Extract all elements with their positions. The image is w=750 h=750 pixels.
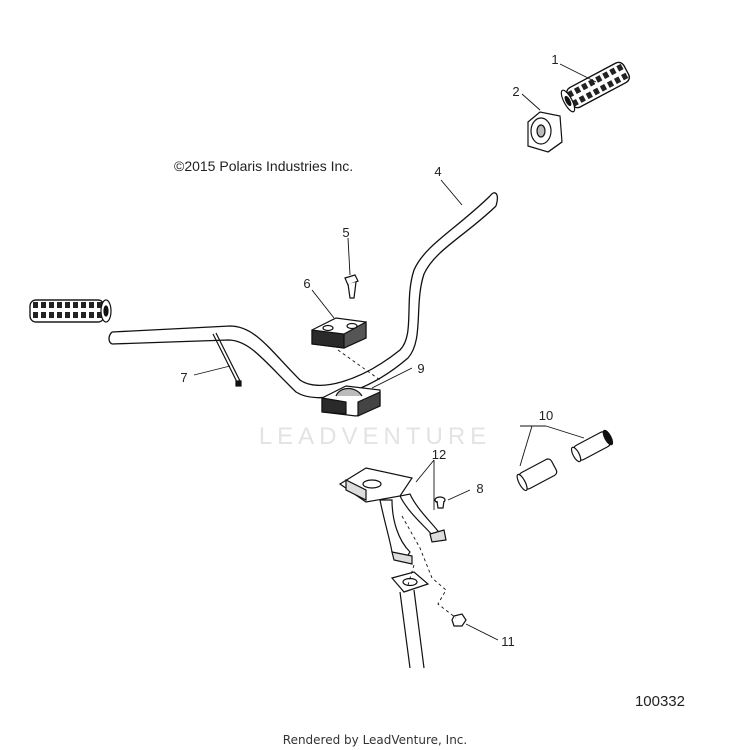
callout-4: 4 <box>434 164 442 179</box>
nut-part <box>451 613 467 627</box>
steering-post-part <box>390 571 430 669</box>
callout-10: 10 <box>538 408 554 423</box>
screw-part <box>434 496 446 509</box>
callout-5: 5 <box>342 225 350 240</box>
steering-bracket-part <box>338 467 447 565</box>
callout-11: 11 <box>501 634 515 649</box>
callout-12: 12 <box>431 447 447 462</box>
callout-8: 8 <box>476 481 484 496</box>
diagram-number: 100332 <box>634 693 685 710</box>
cable-tie-part <box>212 332 242 387</box>
callout-2: 2 <box>512 84 520 99</box>
watermark-text: LEADVENTURE <box>258 423 492 450</box>
clamp-bolt-part <box>344 274 359 299</box>
callout-6: 6 <box>303 276 311 291</box>
throttle-grip-part <box>516 429 614 492</box>
callout-1: 1 <box>551 52 559 67</box>
callout-7: 7 <box>180 370 188 385</box>
leader-lines <box>193 63 597 641</box>
handlebar-part <box>108 192 498 399</box>
grip-cap-part <box>527 111 563 153</box>
right-grip-part <box>560 61 630 113</box>
lower-clamp-part <box>321 385 381 417</box>
copyright-text: ©2015 Polaris Industries Inc. <box>174 158 354 174</box>
callout-9: 9 <box>417 361 425 376</box>
rendered-by-footer: Rendered by LeadVenture, Inc. <box>282 733 468 747</box>
upper-clamp-part <box>311 317 367 349</box>
left-grip-part <box>29 299 112 323</box>
